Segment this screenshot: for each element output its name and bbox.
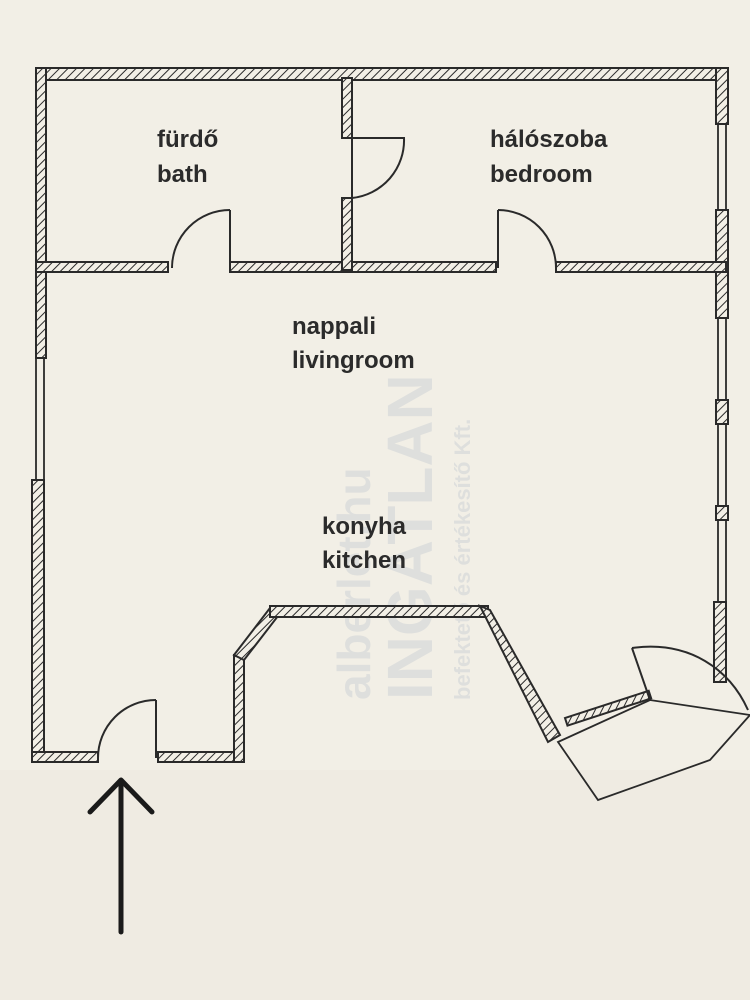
wall-right-4	[715, 505, 729, 521]
wall-right-3	[715, 399, 729, 425]
room-label-bedroom: hálószoba bedroom	[490, 126, 608, 188]
wall-left-upper	[35, 67, 47, 359]
wall-counter	[269, 605, 489, 618]
wall-bottom-left	[31, 751, 99, 763]
wall-inner-v-top	[341, 77, 353, 139]
wall-vertical-stair	[233, 654, 245, 763]
svg-text:hálószoba: hálószoba	[490, 126, 608, 153]
window-right-4	[717, 519, 727, 603]
wall-diagonal-right	[477, 604, 562, 744]
wall-top	[35, 67, 727, 81]
door-bath-swing	[171, 209, 231, 269]
window-left	[35, 357, 45, 481]
door-entrance-swing	[97, 699, 157, 759]
balcony-outline	[556, 699, 750, 802]
wall-inner-h-1	[35, 261, 169, 273]
door-inner-swing	[351, 137, 406, 199]
svg-text:nappali: nappali	[292, 313, 376, 340]
doors	[97, 137, 557, 759]
window-right-1	[717, 123, 727, 211]
wall-inner-h-3	[555, 261, 727, 273]
svg-text:bedroom: bedroom	[490, 161, 593, 188]
svg-text:konyha: konyha	[322, 513, 407, 540]
svg-text:bath: bath	[157, 161, 208, 188]
svg-text:livingroom: livingroom	[292, 347, 415, 374]
door-bedroom-swing	[497, 209, 557, 269]
wall-bottom-mid	[157, 751, 245, 763]
svg-text:kitchen: kitchen	[322, 547, 406, 574]
room-label-bath: fürdő bath	[157, 126, 218, 188]
svg-text:alberlet.hu: alberlet.hu	[328, 467, 380, 700]
room-label-living: nappali livingroom	[292, 313, 415, 374]
svg-text:befektető és értékesítő Kft.: befektető és értékesítő Kft.	[450, 419, 475, 700]
wall-right-1	[715, 67, 729, 125]
svg-text:fürdő: fürdő	[157, 126, 218, 153]
watermark: alberlet.hu INGATLAN befektető és értéke…	[328, 374, 475, 700]
door-balcony-leaf	[631, 647, 651, 701]
window-right-3	[717, 423, 727, 507]
wall-inner-h-2	[229, 261, 497, 273]
paper-fold-shade	[0, 770, 750, 1000]
door-balcony-swing	[631, 645, 749, 711]
room-label-kitchen: konyha kitchen	[322, 513, 407, 574]
wall-right-5	[713, 601, 727, 683]
wall-left-lower	[31, 479, 45, 763]
wall-inner-v-bottom	[341, 197, 353, 271]
balcony	[556, 645, 750, 802]
balcony-threshold	[563, 689, 653, 727]
walls	[31, 67, 729, 763]
window-right-2	[717, 317, 727, 401]
svg-text:INGATLAN: INGATLAN	[374, 374, 446, 700]
arrow-up-icon	[87, 777, 155, 935]
